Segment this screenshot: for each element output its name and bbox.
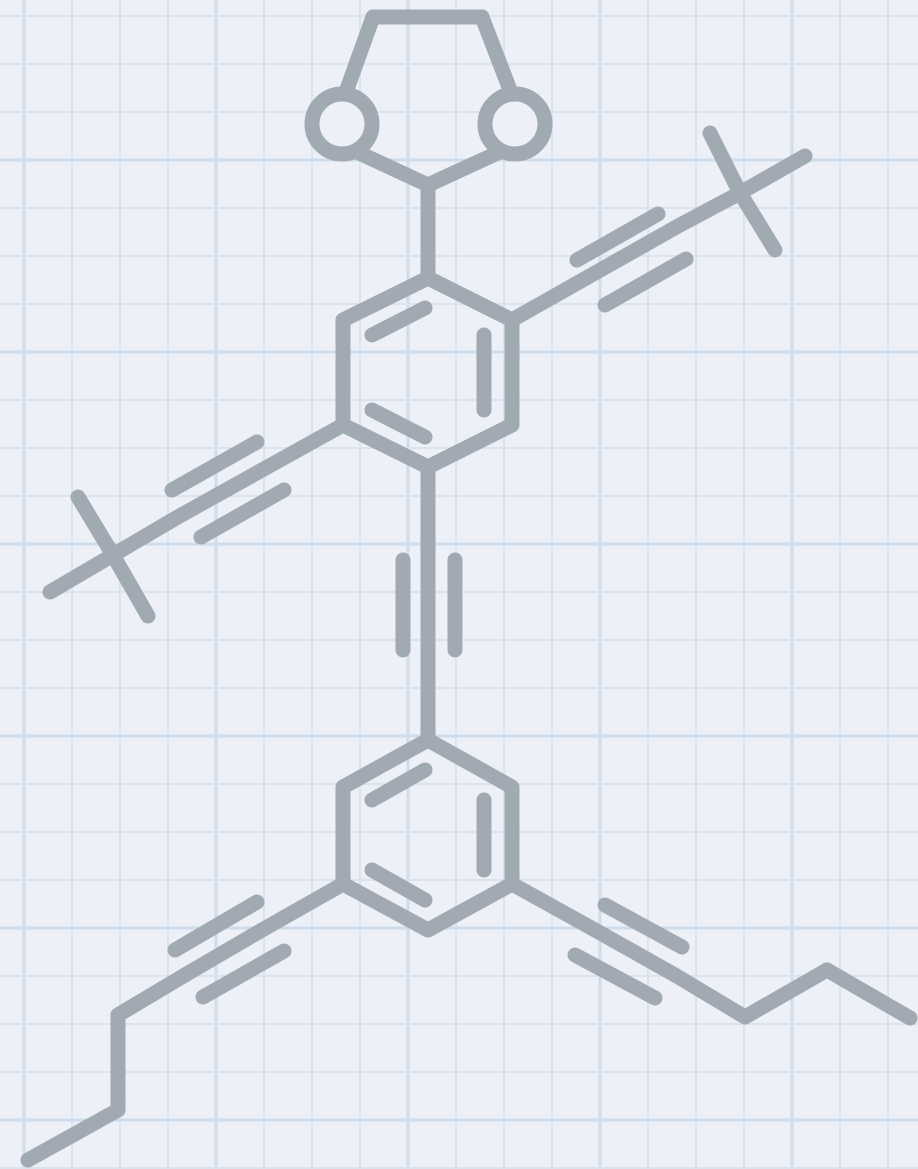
pentynyl-right [504, 876, 918, 1026]
pentynyl-left [20, 876, 351, 1168]
dioxolane-ring [304, 9, 553, 286]
oxygen-atom-right [477, 86, 553, 162]
bridge-alkyne [395, 459, 463, 748]
tert-butyl-ethynyl-left [42, 417, 351, 624]
lower-benzene-ring [335, 732, 520, 938]
central-benzene-ring [335, 270, 520, 475]
oxygen-atom-left [304, 86, 380, 162]
tert-butyl-ethynyl-right [504, 125, 813, 328]
